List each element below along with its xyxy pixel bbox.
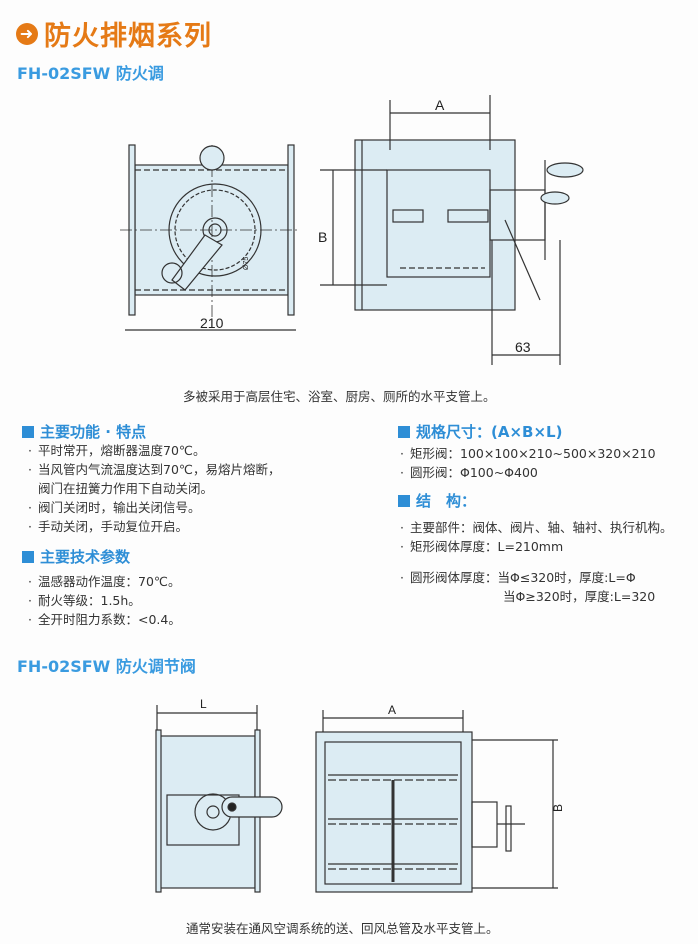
dim-l-label: L: [200, 697, 207, 711]
list-item: 当Φ≥320时，厚度:L=320: [503, 589, 656, 604]
square-bullet-icon: [398, 425, 410, 438]
structure-list: ·主要部件：阀体、阀片、轴、轴衬、执行机构。 ·矩形阀体厚度：L=210mm ·…: [400, 518, 673, 606]
specs-heading: 规格尺寸：(A×B×L): [398, 421, 562, 442]
tech-params-list: ·温感器动作温度：70℃。 ·耐火等级：1.5h。 ·全开时阻力系数：<0.4。: [28, 572, 181, 629]
dim-a-label-2: A: [388, 703, 396, 717]
series-title-text: 防火排烟系列: [44, 21, 212, 52]
list-item: ·手动关闭，手动复位开启。: [28, 519, 189, 534]
list-item: ·圆形阀体厚度：当Φ≤320时，厚度:L=Φ: [400, 570, 636, 585]
model-title-2: FH-02SFW 防火调节阀: [17, 657, 196, 676]
list-item: 阀门在扭簧力作用下自动关闭。: [38, 481, 214, 496]
series-title: ➜ 防火排烟系列: [16, 14, 212, 53]
list-item: ·温感器动作温度：70℃。: [28, 574, 181, 589]
model-title-1: FH-02SFW 防火调: [17, 64, 164, 83]
list-item: ·圆形阀：Φ100~Φ400: [400, 465, 538, 480]
list-item: ·矩形阀：100×100×210~500×320×210: [400, 446, 656, 461]
list-item: ·全开时阻力系数：<0.4。: [28, 612, 181, 627]
arrow-circle-icon: ➜: [16, 22, 38, 45]
list-item: ·主要部件：阀体、阀片、轴、轴衬、执行机构。: [400, 520, 673, 535]
fire-damper-drawing: 210 Ø75 A B 63: [120, 95, 584, 365]
list-item: ·矩形阀体厚度：L=210mm: [400, 539, 564, 554]
dim-b-label: B: [318, 229, 327, 245]
dim-63-label: 63: [515, 339, 531, 355]
width-label: 210: [200, 315, 224, 331]
square-bullet-icon: [22, 425, 34, 438]
dim-b-label-2: B: [551, 804, 565, 812]
caption-1: 多被采用于高层住宅、浴室、厨房、厕所的水平支管上。: [183, 389, 496, 404]
square-bullet-icon: [398, 494, 410, 507]
phi-label: Ø75: [243, 257, 250, 270]
features-list: ·平时常开，熔断器温度70℃。 ·当风管内气流温度达到70℃，易熔片熔断， 阀门…: [28, 441, 280, 536]
list-item: ·耐火等级：1.5h。: [28, 593, 141, 608]
list-item: ·当风管内气流温度达到70℃，易熔片熔断，: [28, 462, 281, 477]
caption-2: 通常安装在通风空调系统的送、回风总管及水平支管上。: [186, 921, 499, 936]
square-bullet-icon: [22, 550, 34, 563]
list-item: ·平时常开，熔断器温度70℃。: [28, 443, 206, 458]
tech-params-heading: 主要技术参数: [22, 546, 130, 567]
regulating-damper-drawing: L A B: [155, 697, 565, 893]
list-item: ·阀门关闭时，输出关闭信号。: [28, 500, 201, 515]
structure-heading: 结 构：: [398, 490, 476, 511]
dim-a-label: A: [435, 97, 445, 113]
specs-list: ·矩形阀：100×100×210~500×320×210 ·圆形阀：Φ100~Φ…: [400, 444, 656, 482]
features-heading: 主要功能 · 特点: [22, 421, 146, 442]
